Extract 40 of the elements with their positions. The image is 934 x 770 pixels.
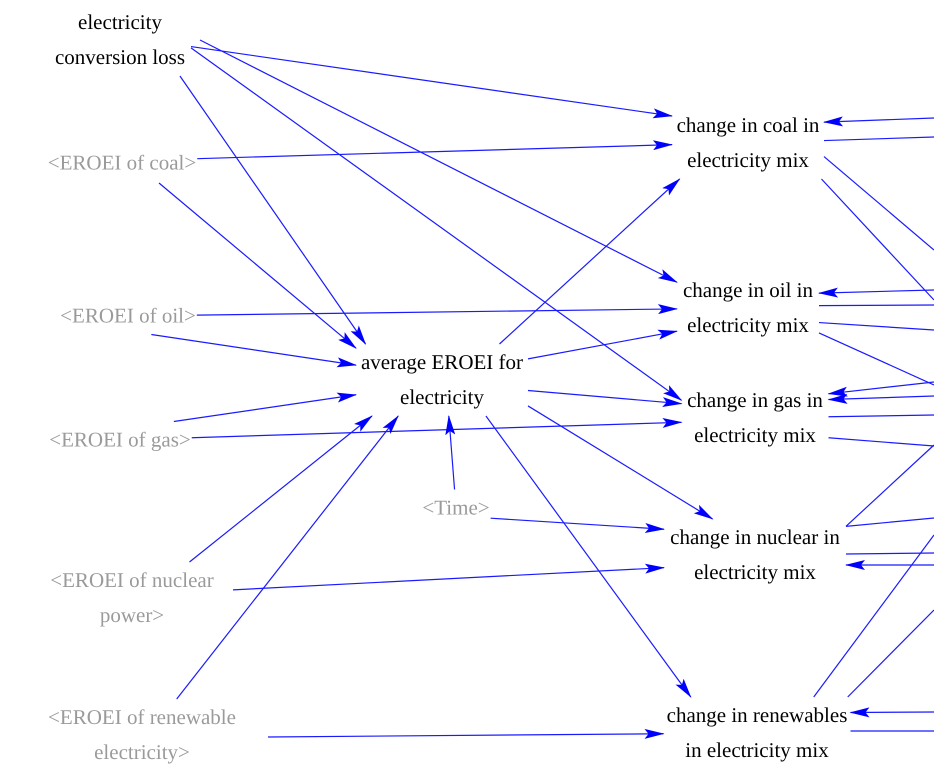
arrow: [485, 416, 692, 698]
arrow: [190, 46, 673, 118]
arrow: [850, 707, 934, 718]
variable-label: change in nuclear in electricity mix: [665, 520, 845, 590]
arrow: [176, 415, 399, 700]
arrow: [179, 76, 366, 345]
arrow: [151, 334, 357, 368]
variable-label: change in coal in electricity mix: [673, 108, 823, 178]
arrow: [828, 381, 934, 397]
arrow: [268, 728, 664, 739]
arrow: [197, 140, 673, 160]
shadow-variable-label: <EROEI of renewable electricity>: [17, 700, 267, 770]
shadow-variable-label: <EROEI of gas>: [49, 422, 191, 458]
arrow: [232, 564, 665, 590]
variable-label: change in oil in electricity mix: [678, 273, 818, 343]
arrow: [189, 415, 373, 562]
arrow: [190, 47, 682, 401]
arrow: [528, 390, 682, 408]
arrow: [490, 518, 665, 533]
shadow-variable-label: <EROEI of coal>: [48, 146, 196, 180]
arrow: [823, 116, 934, 126]
variable-label: change in gas in electricity mix: [682, 383, 828, 453]
arrow: [828, 394, 934, 404]
shadow-variable-label: <EROEI of oil>: [60, 298, 196, 334]
variable-label: electricity conversion loss: [50, 5, 190, 75]
arrow: [174, 392, 357, 422]
variable-label: average EROEI for electricity: [357, 345, 527, 415]
shadow-variable-label: <EROEI of nuclear power>: [32, 563, 232, 633]
arrow: [196, 304, 678, 316]
arrow: [445, 415, 456, 490]
arrow: [528, 405, 714, 520]
arrow: [818, 288, 934, 298]
variable-label: change in renewables in electricity mix: [664, 698, 850, 768]
arrow: [499, 178, 680, 344]
arrow: [192, 418, 682, 438]
arrow: [528, 330, 678, 360]
arrow: [845, 560, 934, 570]
arrow: [158, 182, 357, 349]
arrow: [200, 39, 678, 283]
shadow-variable-label: <Time>: [422, 490, 490, 526]
